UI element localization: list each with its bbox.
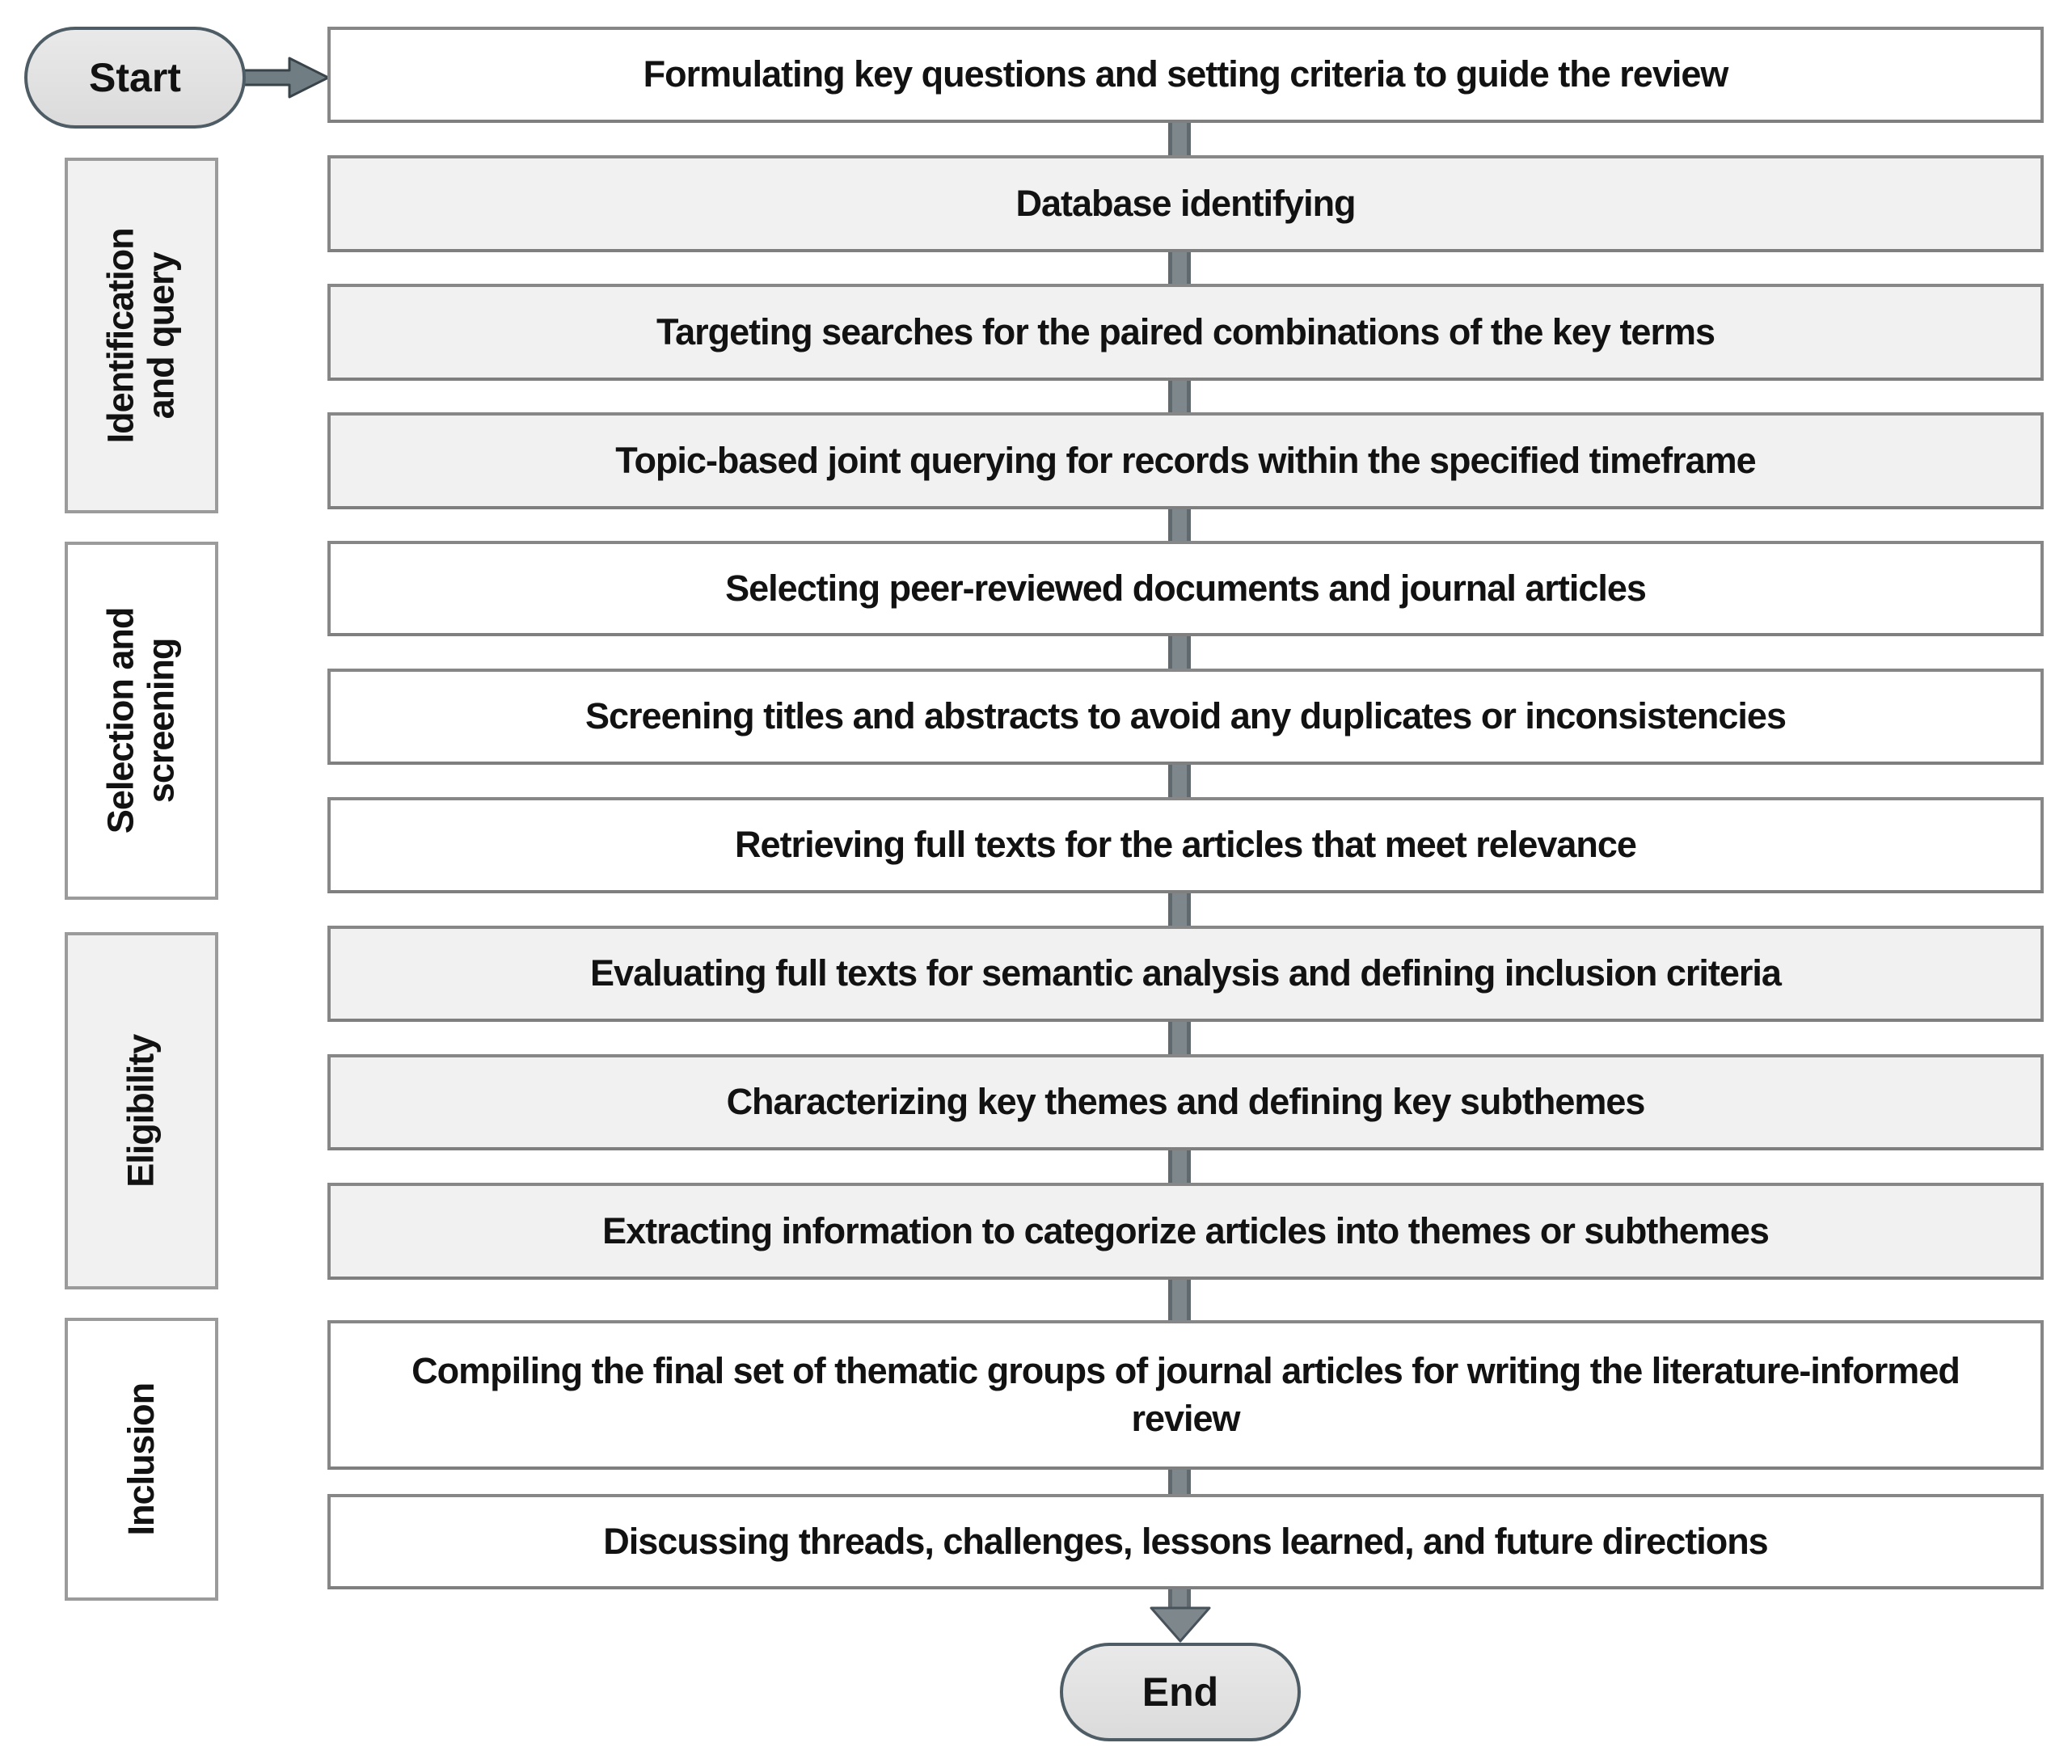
step-text: Evaluating full texts for semantic analy… bbox=[590, 952, 1782, 994]
step-text: Retrieving full texts for the articles t… bbox=[735, 824, 1637, 866]
step-text: Compiling the final set of thematic grou… bbox=[411, 1350, 1960, 1439]
step-database-identifying: Database identifying bbox=[327, 155, 2044, 252]
phase-identification-and-query: Identification and query bbox=[65, 158, 218, 513]
start-node-label: Start bbox=[89, 55, 181, 100]
step-discussing-threads: Discussing threads, challenges, lessons … bbox=[327, 1494, 2044, 1589]
step-characterizing-key-themes: Characterizing key themes and defining k… bbox=[327, 1054, 2044, 1150]
step-formulating-key-questions: Formulating key questions and setting cr… bbox=[327, 27, 2044, 123]
step-extracting-information: Extracting information to categorize art… bbox=[327, 1183, 2044, 1280]
start-node: Start bbox=[24, 27, 246, 129]
step-text: Targeting searches for the paired combin… bbox=[656, 310, 1715, 352]
down-arrow-icon bbox=[1150, 1606, 1211, 1643]
start-arrow-icon bbox=[241, 57, 330, 99]
step-text: Database identifying bbox=[1015, 182, 1356, 224]
step-text: Screening titles and abstracts to avoid … bbox=[585, 695, 1787, 737]
end-node-label: End bbox=[1141, 1669, 1219, 1715]
end-node: End bbox=[1060, 1643, 1301, 1741]
step-text: Selecting peer-reviewed documents and jo… bbox=[725, 567, 1647, 609]
step-text: Discussing threads, challenges, lessons … bbox=[603, 1520, 1768, 1562]
step-evaluating-full-texts: Evaluating full texts for semantic analy… bbox=[327, 926, 2044, 1022]
step-compiling-final-set: Compiling the final set of thematic grou… bbox=[327, 1320, 2044, 1470]
step-retrieving-full-texts: Retrieving full texts for the articles t… bbox=[327, 797, 2044, 893]
step-topic-based-querying: Topic-based joint querying for records w… bbox=[327, 412, 2044, 509]
step-text: Extracting information to categorize art… bbox=[602, 1209, 1770, 1251]
phase-selection-and-screening: Selection and screening bbox=[65, 542, 218, 900]
step-text: Formulating key questions and setting cr… bbox=[643, 53, 1729, 95]
phase-eligibility: Eligibility bbox=[65, 932, 218, 1289]
step-text: Characterizing key themes and defining k… bbox=[726, 1081, 1646, 1123]
step-selecting-peer-reviewed: Selecting peer-reviewed documents and jo… bbox=[327, 541, 2044, 636]
phase-label: Inclusion bbox=[120, 1382, 162, 1536]
phase-label: Identification and query bbox=[99, 228, 182, 443]
phase-inclusion: Inclusion bbox=[65, 1318, 218, 1601]
phase-label: Eligibility bbox=[120, 1034, 162, 1188]
phase-label: Selection and screening bbox=[99, 607, 183, 834]
step-text: Topic-based joint querying for records w… bbox=[615, 439, 1756, 481]
step-targeting-searches: Targeting searches for the paired combin… bbox=[327, 284, 2044, 381]
step-screening-titles-abstracts: Screening titles and abstracts to avoid … bbox=[327, 669, 2044, 765]
